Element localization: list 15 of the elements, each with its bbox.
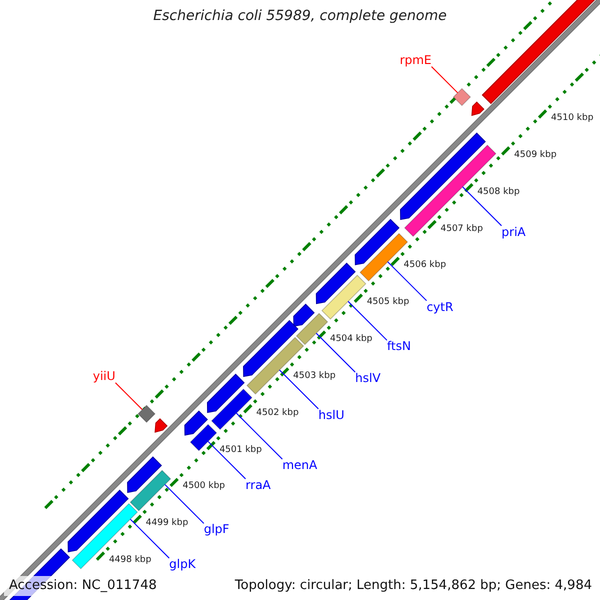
scale-label: 4498 kbp (108, 556, 152, 566)
scale-label: 4499 kbp (146, 519, 188, 530)
scale-label: 4504 kbp (330, 335, 372, 345)
scale-label: 4503 kbp (293, 372, 336, 382)
scale-label: 4506 kbp (404, 261, 446, 272)
scale-label: 4501 kbp (219, 446, 262, 456)
scale-label: 4505 kbp (366, 298, 410, 308)
scale-label: 4500 kbp (182, 482, 226, 492)
scale-label: 4509 kbp (514, 150, 557, 161)
scale-label: 4510 kbp (551, 114, 594, 124)
scale-label: 4508 kbp (477, 188, 520, 198)
map-title: Escherichia coli 55989, complete genome (153, 9, 447, 24)
genome-stats-text: Topology: circular; Length: 5,154,862 bp; Genes: 4,984 (234, 578, 592, 593)
scale-label: 4507 kbp (440, 224, 483, 234)
scale-label: 4502 kbp (256, 408, 299, 419)
